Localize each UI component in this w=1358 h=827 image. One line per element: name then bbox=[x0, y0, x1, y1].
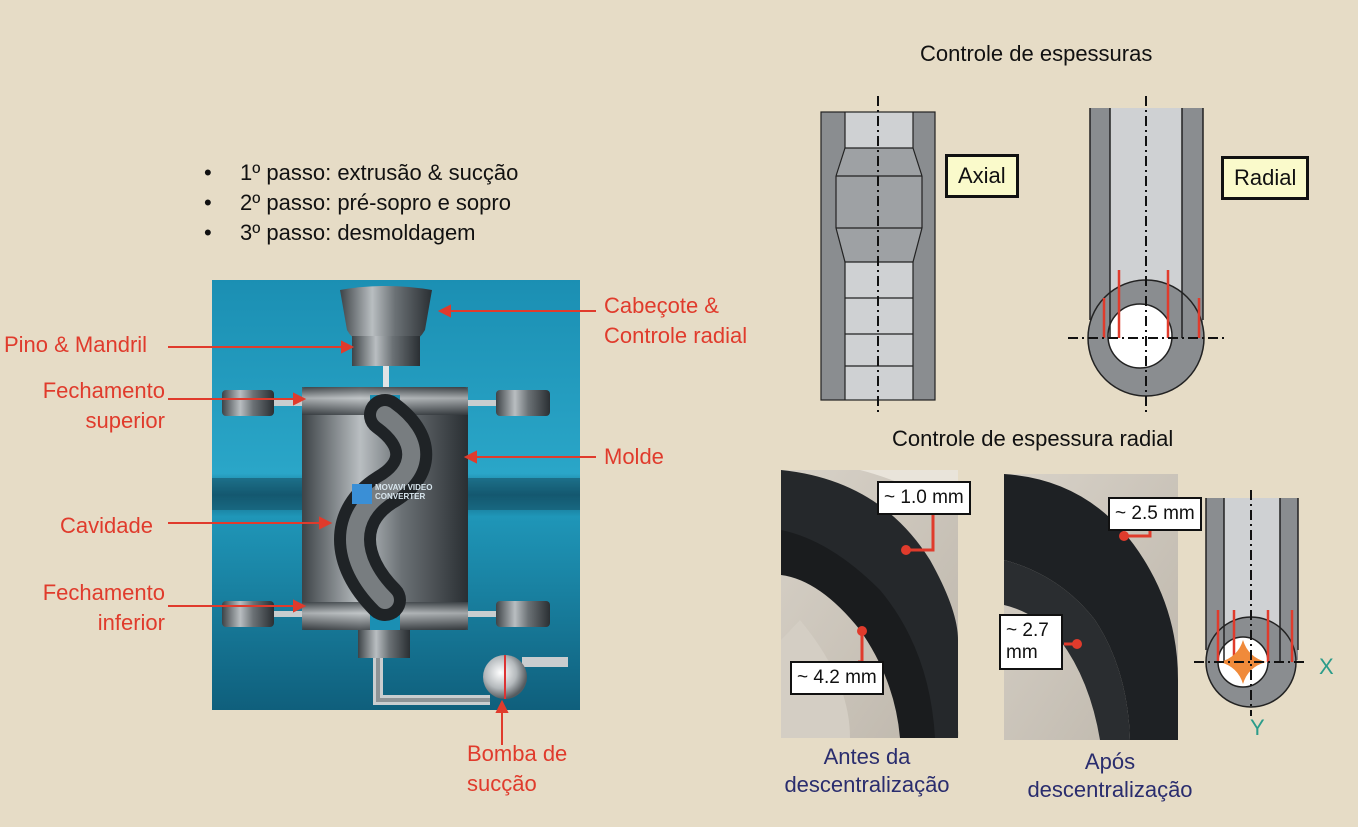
label-cavidade: Cavidade bbox=[60, 513, 153, 538]
caption-after: Após descentralização bbox=[1010, 748, 1210, 804]
extrusion-blow-molding-machine bbox=[212, 280, 580, 710]
axis-y-label: Y bbox=[1250, 715, 1265, 740]
axial-tube-diagram bbox=[820, 96, 936, 412]
label-fechamento-superior: Fechamento superior bbox=[26, 376, 165, 436]
measurement-2-5mm: ~ 2.5 mm bbox=[1108, 497, 1202, 531]
process-steps-list: 1º passo: extrusão & sucção 2º passo: pr… bbox=[200, 158, 518, 248]
label-fechamento-superior-line2: superior bbox=[85, 408, 165, 433]
label-fechamento-inferior-line2: inferior bbox=[97, 610, 165, 635]
measurement-2-7mm: ~ 2.7 mm bbox=[999, 614, 1063, 670]
label-cabecote: Cabeçote & Controle radial bbox=[604, 291, 747, 351]
radial-label-box: Radial bbox=[1221, 156, 1310, 200]
axial-label-box: Axial bbox=[945, 154, 1019, 198]
left-leader-lines bbox=[168, 304, 596, 745]
label-pino-mandril: Pino & Mandril bbox=[4, 332, 148, 357]
radial-tube-diagram bbox=[1068, 96, 1228, 416]
measurement-2-7mm-line1: ~ 2.7 bbox=[1006, 620, 1049, 641]
caption-before-line2: descentralização bbox=[784, 772, 950, 797]
measurement-4-2mm: ~ 4.2 mm bbox=[790, 661, 884, 695]
label-bomba-line2: sucção bbox=[467, 771, 537, 796]
label-cabecote-line1: Cabeçote & bbox=[604, 293, 719, 318]
caption-before: Antes da descentralização bbox=[770, 743, 964, 799]
label-fechamento-superior-line1: Fechamento bbox=[42, 378, 165, 403]
axis-x-label: X bbox=[1319, 654, 1334, 679]
measurement-dots bbox=[857, 531, 1129, 649]
caption-before-line1: Antes da bbox=[823, 744, 911, 769]
label-bomba-succao: Bomba de sucção bbox=[467, 739, 567, 799]
step-2: 2º passo: pré-sopro e sopro bbox=[200, 188, 518, 218]
label-fechamento-inferior: Fechamento inferior bbox=[26, 578, 165, 638]
title-controle-espessura-radial: Controle de espessura radial bbox=[892, 426, 1174, 451]
caption-after-line2: descentralização bbox=[1027, 777, 1193, 802]
title-controle-espessuras: Controle de espessuras bbox=[920, 41, 1153, 66]
watermark-label: MOVAVI VIDEO CONVERTER bbox=[375, 483, 433, 501]
step-3: 3º passo: desmoldagem bbox=[200, 218, 518, 248]
measurement-1mm: ~ 1.0 mm bbox=[877, 481, 971, 515]
label-bomba-line1: Bomba de bbox=[467, 741, 568, 766]
measurement-2-7mm-line2: mm bbox=[1006, 642, 1038, 663]
step-1: 1º passo: extrusão & sucção bbox=[200, 158, 518, 188]
caption-after-line1: Após bbox=[1084, 749, 1136, 774]
offset-die-diagram bbox=[1194, 490, 1308, 716]
label-molde: Molde bbox=[604, 444, 664, 469]
label-cabecote-line2: Controle radial bbox=[604, 323, 748, 348]
label-fechamento-inferior-line1: Fechamento bbox=[42, 580, 165, 605]
